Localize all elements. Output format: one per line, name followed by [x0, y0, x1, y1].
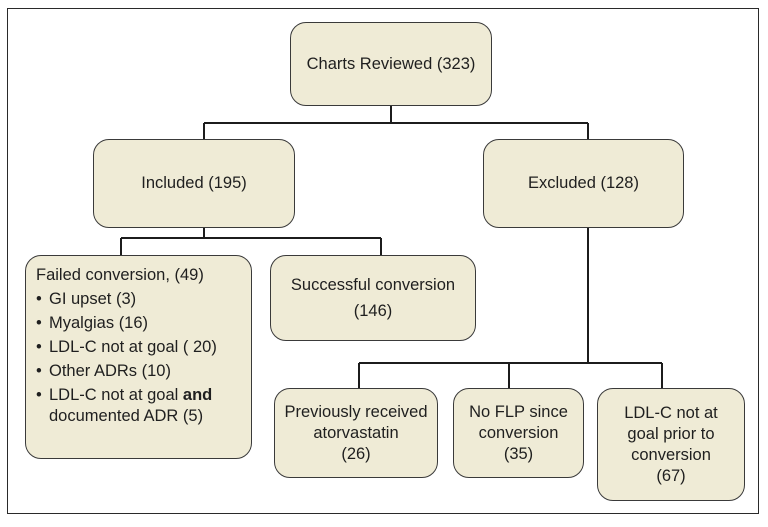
ldl-line-1: LDL-C not at: [624, 403, 718, 422]
included-label: Included (195): [141, 174, 247, 192]
bullet-icon: •: [36, 338, 42, 356]
charts-reviewed-box: Charts Reviewed (323): [290, 22, 492, 106]
previously-received-box: Previously received atorvastatin (26): [274, 388, 438, 478]
no-flp-line-1: No FLP since: [469, 402, 568, 421]
ldl-not-at-goal-box: LDL-C not at goal prior to conversion (6…: [597, 388, 745, 501]
list-item: •GI upset (3): [36, 290, 137, 308]
bullet-icon: •: [36, 386, 42, 404]
list-item: •LDL-C not at goal ( 20): [36, 338, 217, 356]
successful-conversion-box: Successful conversion (146): [270, 255, 476, 341]
list-item: •Other ADRs (10): [36, 362, 171, 380]
excluded-label: Excluded (128): [528, 174, 639, 192]
successful-line-1: Successful conversion: [290, 275, 456, 294]
charts-reviewed-label: Charts Reviewed (323): [306, 54, 476, 73]
failed-conversion-list: •GI upset (3) •Myalgias (16) •LDL-C not …: [36, 289, 241, 427]
previously-line-2: atorvastatin: [313, 423, 399, 442]
ldl-line-2: goal prior to: [627, 424, 715, 443]
bullet-icon: •: [36, 290, 42, 308]
failed-conversion-box: Failed conversion, (49) •GI upset (3) •M…: [25, 255, 252, 459]
excluded-box: Excluded (128): [483, 139, 684, 228]
bullet-icon: •: [36, 314, 42, 332]
no-flp-line-3: (35): [503, 444, 534, 463]
successful-line-2: (146): [353, 301, 393, 320]
included-box: Included (195): [93, 139, 295, 228]
list-item: •Myalgias (16): [36, 314, 149, 332]
no-flp-line-2: conversion: [478, 423, 559, 442]
failed-conversion-title: Failed conversion, (49): [36, 266, 204, 284]
previously-line-1: Previously received: [284, 402, 428, 421]
ldl-line-4: (67): [656, 466, 686, 485]
bullet-icon: •: [36, 362, 42, 380]
no-flp-box: No FLP since conversion (35): [453, 388, 584, 478]
ldl-line-3: conversion: [631, 445, 711, 464]
previously-line-3: (26): [341, 444, 371, 463]
